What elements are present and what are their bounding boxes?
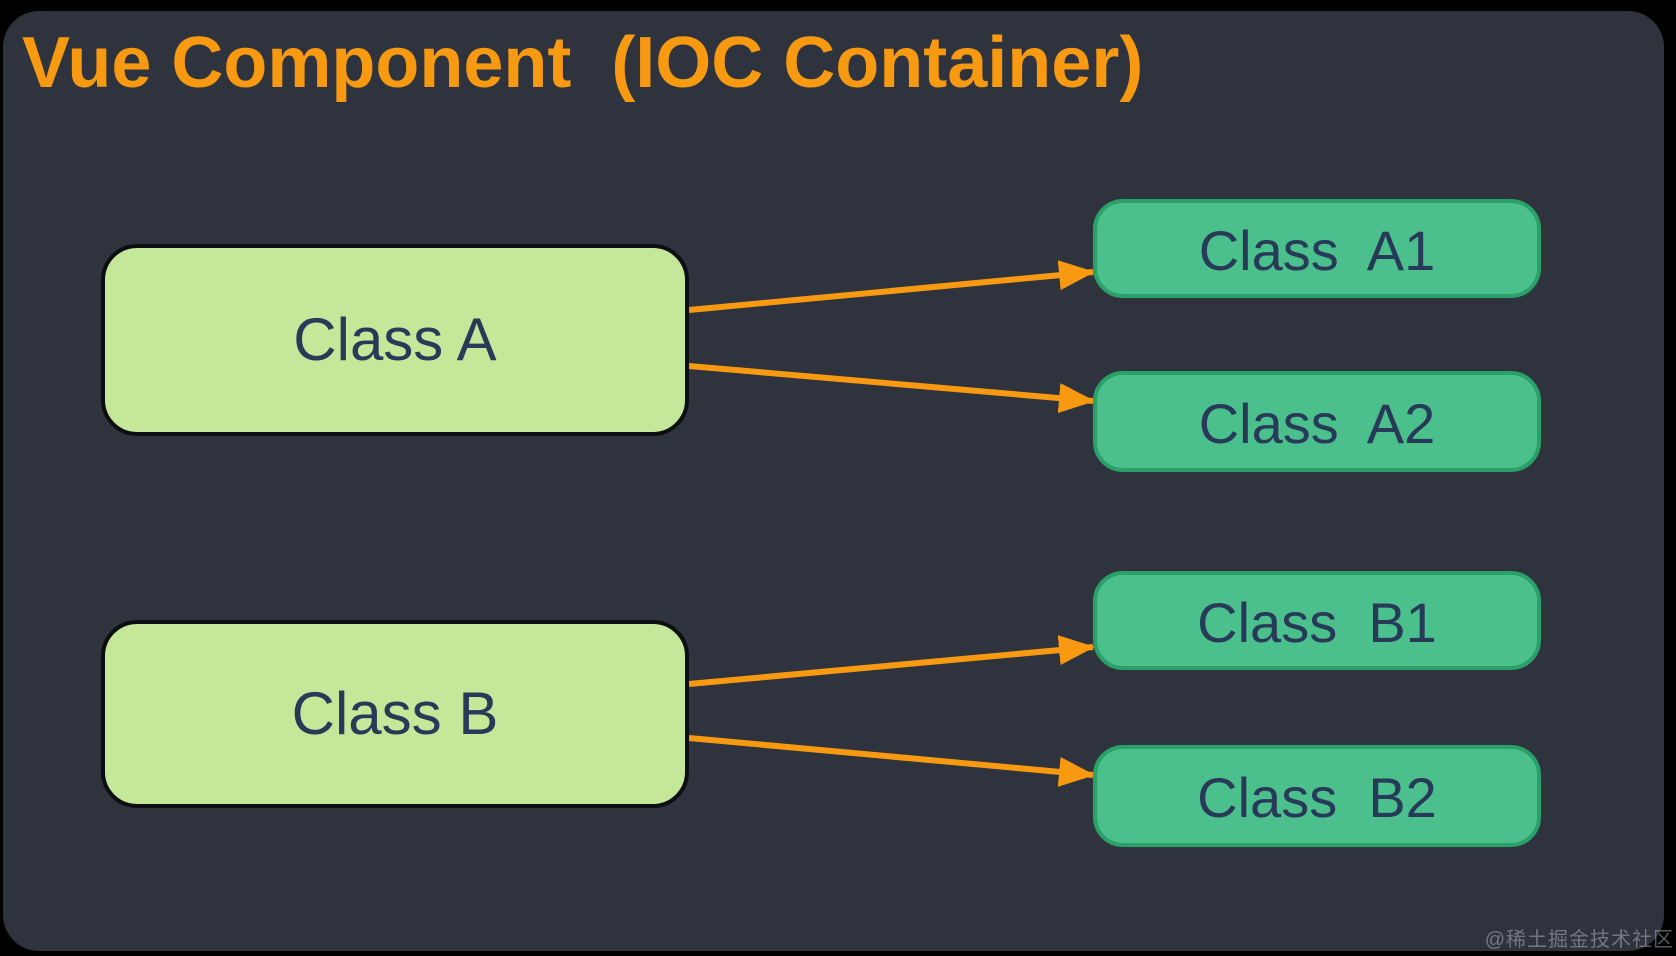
target-class-box: Class A1 xyxy=(1093,199,1541,298)
class-box-label: Class B xyxy=(291,680,499,747)
dependency-arrow xyxy=(688,635,1095,687)
dependency-arrow xyxy=(688,363,1095,414)
source-class-box: Class A xyxy=(101,244,689,436)
source-class-box: Class B xyxy=(101,620,689,808)
dependency-arrow xyxy=(688,735,1095,787)
dependency-arrow xyxy=(688,260,1095,313)
target-class-box: Class B1 xyxy=(1093,571,1541,670)
class-box-label: Class B2 xyxy=(1197,766,1437,829)
target-class-box: Class A2 xyxy=(1093,371,1541,472)
class-box-label: Class A1 xyxy=(1198,218,1436,282)
class-box-label: Class B1 xyxy=(1197,590,1437,654)
page-title: Vue Component (IOC Container) xyxy=(22,23,1144,103)
watermark: @稀土掘金技术社区 xyxy=(1484,929,1674,951)
class-box-label: Class A2 xyxy=(1198,391,1436,455)
class-box-label: Class A xyxy=(293,306,497,373)
target-class-box: Class B2 xyxy=(1093,745,1541,847)
